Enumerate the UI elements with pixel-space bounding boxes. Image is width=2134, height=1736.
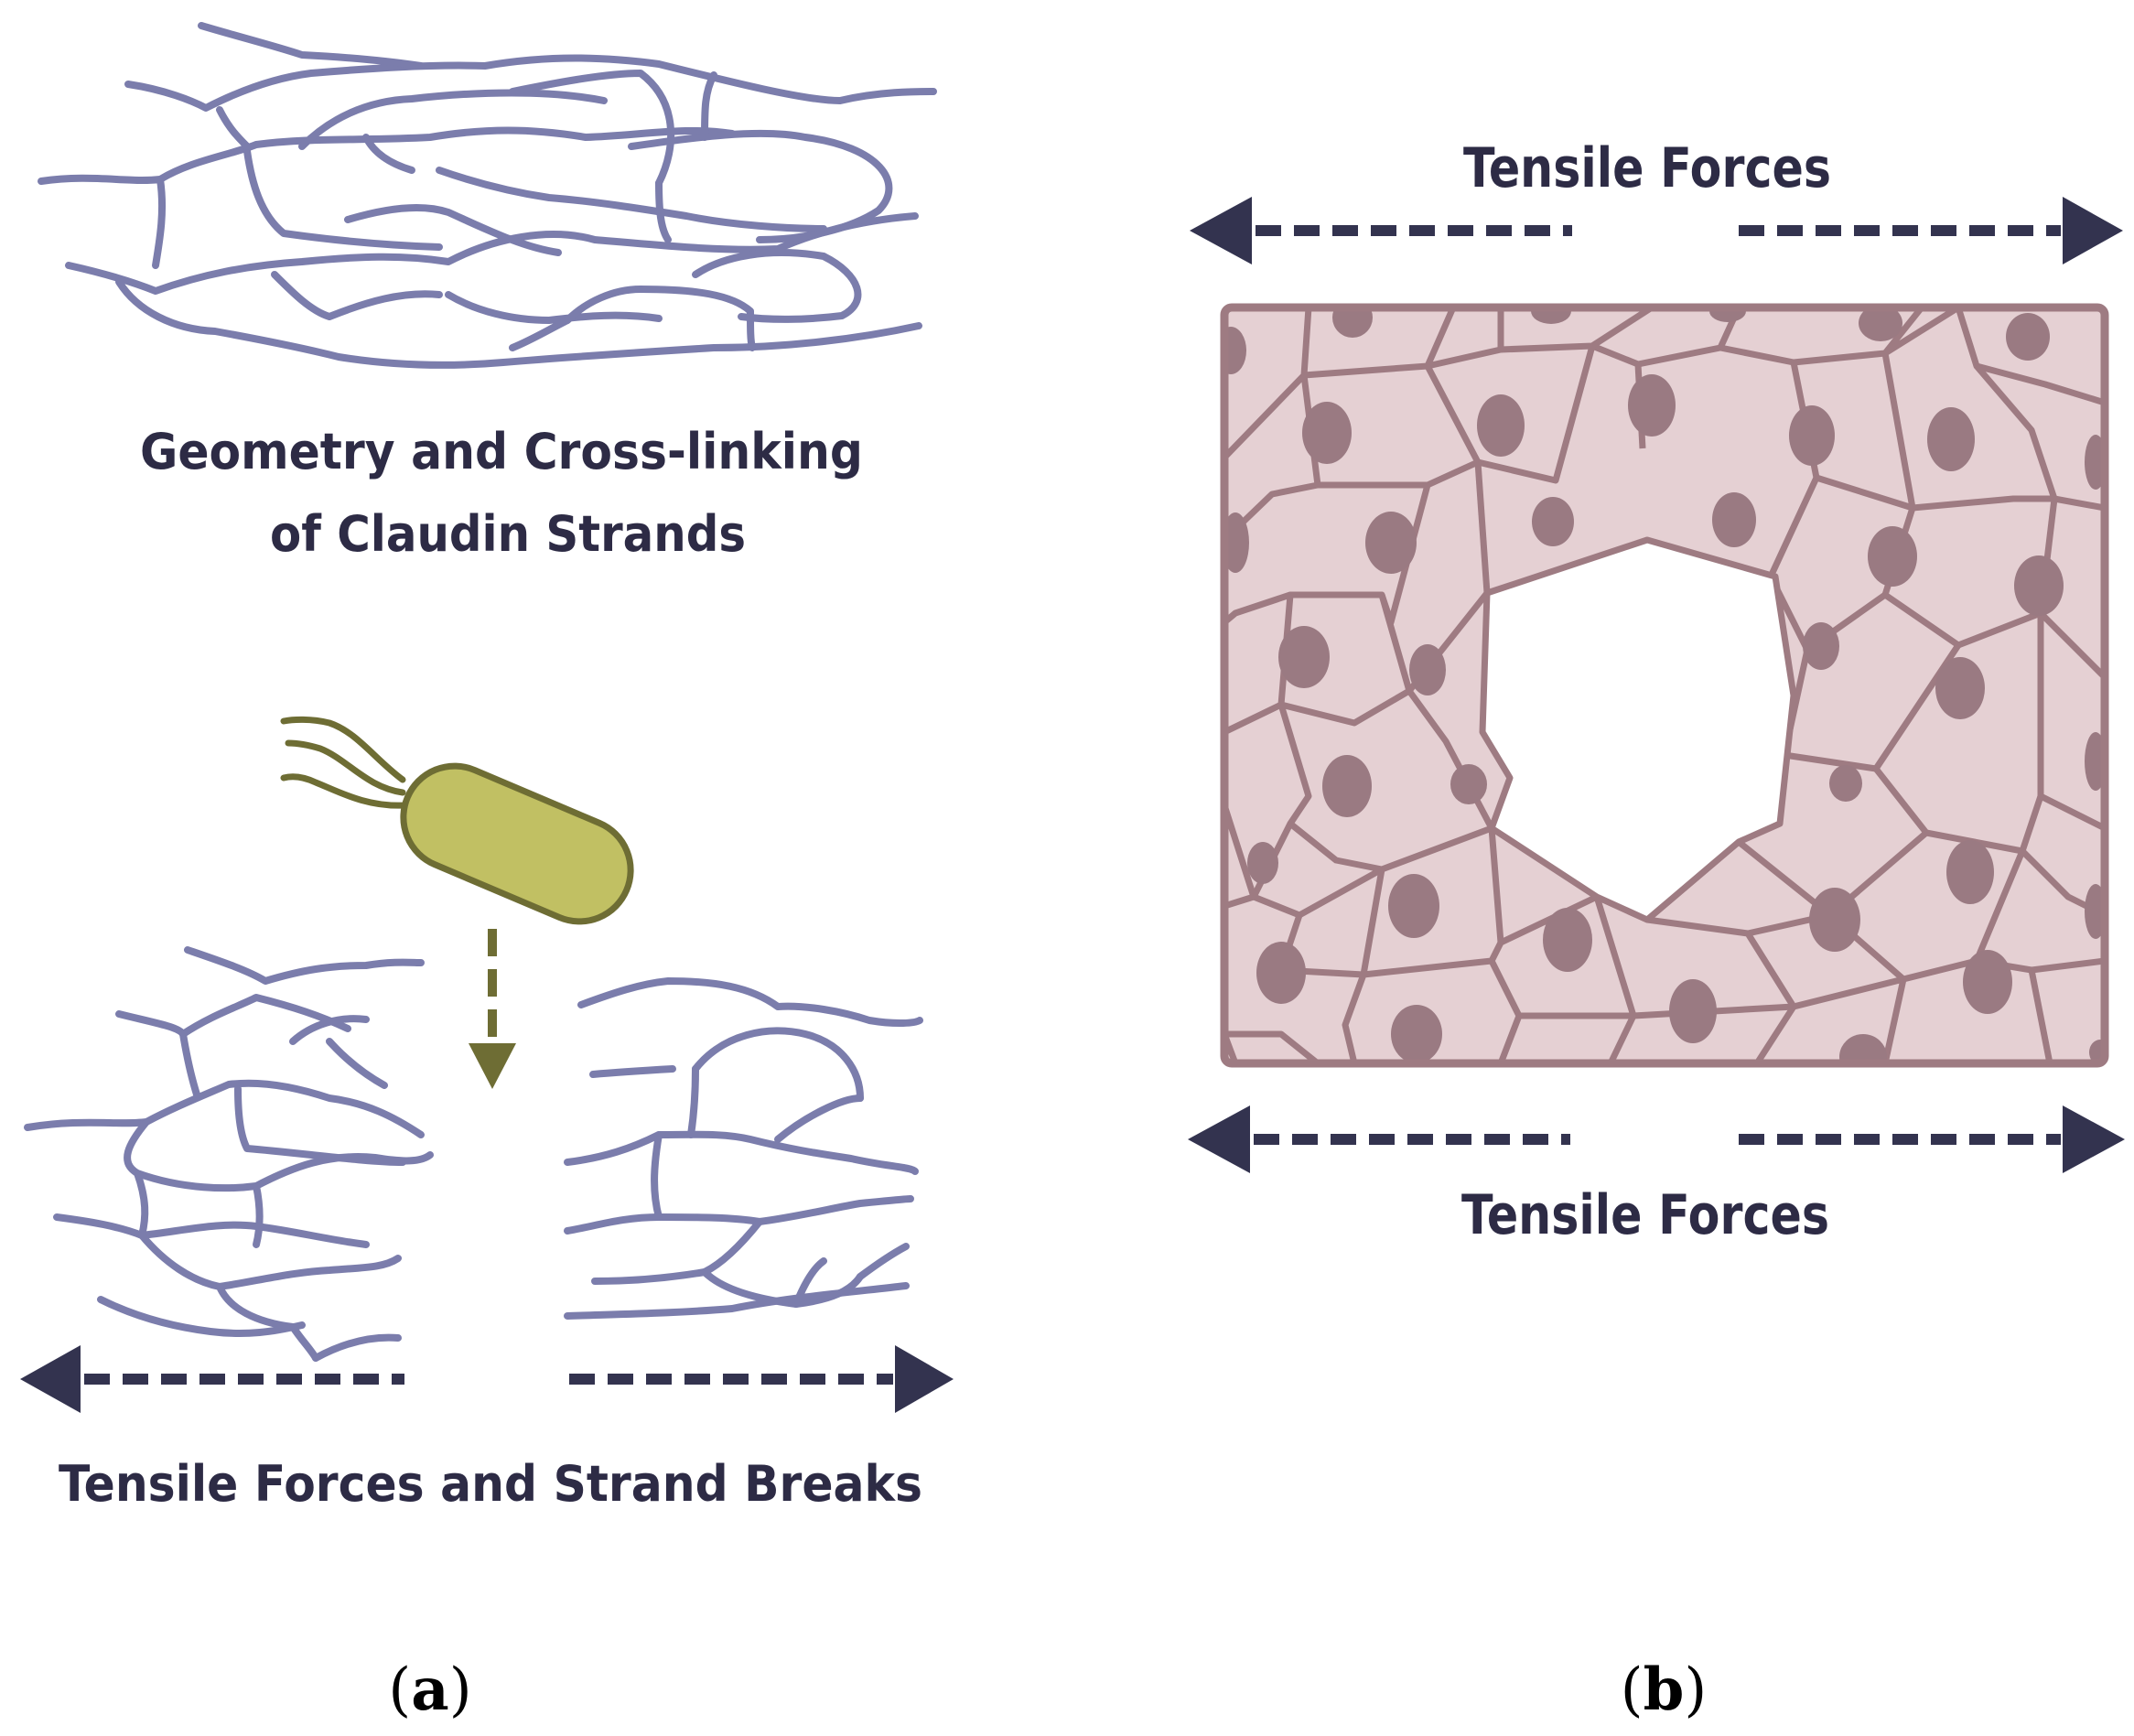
bacterium-icon — [280, 716, 634, 925]
panel-b-caption: (b) — [1621, 1655, 1708, 1724]
panel-b: Tensile Forces — [1188, 136, 2125, 1724]
panel-a-top-label-line1: Geometry and Cross-linking — [140, 423, 863, 480]
cell-sheet-gap — [1479, 536, 1797, 923]
dashed-left-arrow-icon — [20, 1345, 404, 1413]
panel-a: Geometry and Cross-linking of Claudin St… — [20, 22, 954, 1724]
dashed-down-arrow-icon — [469, 929, 516, 1089]
dashed-right-arrow-icon — [1739, 197, 2123, 264]
epithelial-cell-sheet — [1220, 303, 2109, 1068]
panel-b-bottom-label: Tensile Forces — [1461, 1183, 1829, 1247]
dashed-left-arrow-icon — [1188, 1105, 1570, 1173]
cell-nuclei — [1224, 307, 2105, 1063]
dashed-right-arrow-icon — [569, 1345, 954, 1413]
dashed-left-arrow-icon — [1190, 197, 1572, 264]
panel-a-caption: (a) — [388, 1655, 471, 1724]
broken-strand-network-left — [24, 946, 434, 1362]
intact-strand-network — [38, 22, 937, 369]
broken-strand-network-right — [564, 977, 923, 1320]
cell-sheet-border — [1220, 303, 2109, 1068]
dashed-right-arrow-icon — [1739, 1105, 2125, 1173]
panel-a-bottom-label: Tensile Forces and Strand Breaks — [59, 1455, 922, 1513]
panel-b-top-label: Tensile Forces — [1463, 136, 1831, 200]
panel-a-top-label-line2: of Claudin Strands — [270, 505, 746, 563]
